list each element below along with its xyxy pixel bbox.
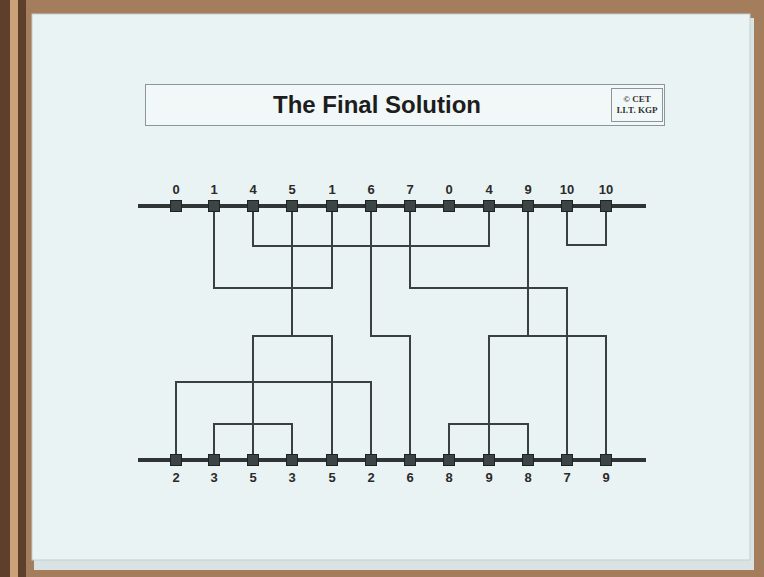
- terminal-pin: 8: [522, 454, 534, 485]
- wire: [214, 212, 332, 288]
- terminal-square: [170, 454, 182, 466]
- wire: [449, 424, 528, 454]
- terminal-square: [443, 454, 455, 466]
- logo-box: © CETI.I.T. KGP: [611, 88, 663, 122]
- terminal-square: [561, 200, 573, 212]
- terminal-square: [365, 454, 377, 466]
- slide-sheet: [32, 14, 750, 560]
- terminal-pin: 4: [483, 182, 495, 212]
- terminal-pin: 9: [522, 182, 534, 212]
- terminal-square: [208, 200, 220, 212]
- terminal-square: [208, 454, 220, 466]
- pin-number: 2: [365, 470, 376, 485]
- pin-number: 4: [483, 182, 494, 197]
- terminal-square: [326, 200, 338, 212]
- terminal-pin: 7: [561, 454, 573, 485]
- pin-number: 10: [597, 182, 615, 197]
- terminal-square: [600, 200, 612, 212]
- terminal-square: [443, 200, 455, 212]
- terminal-square: [286, 200, 298, 212]
- pin-number: 9: [522, 182, 533, 197]
- pin-number: 2: [170, 470, 181, 485]
- terminal-pin: 1: [326, 182, 338, 212]
- terminal-pin: 5: [286, 182, 298, 212]
- pin-number: 8: [443, 470, 454, 485]
- pin-number: 4: [247, 182, 258, 197]
- pin-number: 3: [208, 470, 219, 485]
- terminal-square: [561, 454, 573, 466]
- pin-number: 10: [558, 182, 576, 197]
- terminal-square: [483, 200, 495, 212]
- terminal-pin: 9: [483, 454, 495, 485]
- pin-number: 5: [286, 182, 297, 197]
- terminal-square: [483, 454, 495, 466]
- frame-stripe: [10, 0, 18, 577]
- terminal-pin: 1: [208, 182, 220, 212]
- pin-number: 8: [522, 470, 533, 485]
- slide-title: The Final Solution: [146, 85, 608, 125]
- terminal-pin: 6: [365, 182, 377, 212]
- terminal-square: [247, 454, 259, 466]
- terminal-square: [522, 454, 534, 466]
- frame-edge: [0, 0, 26, 577]
- pin-number: 9: [483, 470, 494, 485]
- pin-number: 1: [326, 182, 337, 197]
- terminal-square: [170, 200, 182, 212]
- pin-number: 9: [600, 470, 611, 485]
- title-box: The Final Solution © CETI.I.T. KGP: [145, 84, 665, 126]
- pin-number: 0: [443, 182, 454, 197]
- terminal-pin: 10: [597, 182, 615, 212]
- terminal-pin: 8: [443, 454, 455, 485]
- terminal-pin: 5: [326, 454, 338, 485]
- terminal-square: [404, 454, 416, 466]
- terminal-pin: 3: [286, 454, 298, 485]
- terminal-square: [286, 454, 298, 466]
- pin-number: 6: [365, 182, 376, 197]
- pin-number: 7: [404, 182, 415, 197]
- wire: [176, 382, 371, 454]
- terminal-pin: 6: [404, 454, 416, 485]
- pin-number: 3: [286, 470, 297, 485]
- terminal-pin: 2: [170, 454, 182, 485]
- wire: [410, 212, 567, 454]
- terminal-pin: 2: [365, 454, 377, 485]
- pin-number: 7: [561, 470, 572, 485]
- terminal-pin: 9: [600, 454, 612, 485]
- terminal-square: [600, 454, 612, 466]
- pin-number: 0: [170, 182, 181, 197]
- terminal-pin: 0: [443, 182, 455, 212]
- terminal-square: [404, 200, 416, 212]
- wire: [489, 212, 528, 454]
- wire: [567, 212, 606, 245]
- pin-number: 5: [326, 470, 337, 485]
- terminal-pin: 0: [170, 182, 182, 212]
- terminal-pin: 7: [404, 182, 416, 212]
- wire: [371, 212, 410, 454]
- terminal-square: [326, 454, 338, 466]
- terminal-square: [365, 200, 377, 212]
- terminal-pin: 4: [247, 182, 259, 212]
- pin-number: 1: [208, 182, 219, 197]
- wire: [528, 212, 606, 454]
- terminal-square: [247, 200, 259, 212]
- wire: [253, 212, 292, 454]
- terminal-pin: 10: [558, 182, 576, 212]
- pin-number: 6: [404, 470, 415, 485]
- pin-number: 5: [247, 470, 258, 485]
- logo-text: © CET: [623, 94, 650, 105]
- logo-text: I.I.T. KGP: [617, 105, 658, 116]
- wire: [214, 424, 292, 454]
- wire: [292, 212, 332, 454]
- terminal-pin: 3: [208, 454, 220, 485]
- terminal-pin: 5: [247, 454, 259, 485]
- terminal-square: [522, 200, 534, 212]
